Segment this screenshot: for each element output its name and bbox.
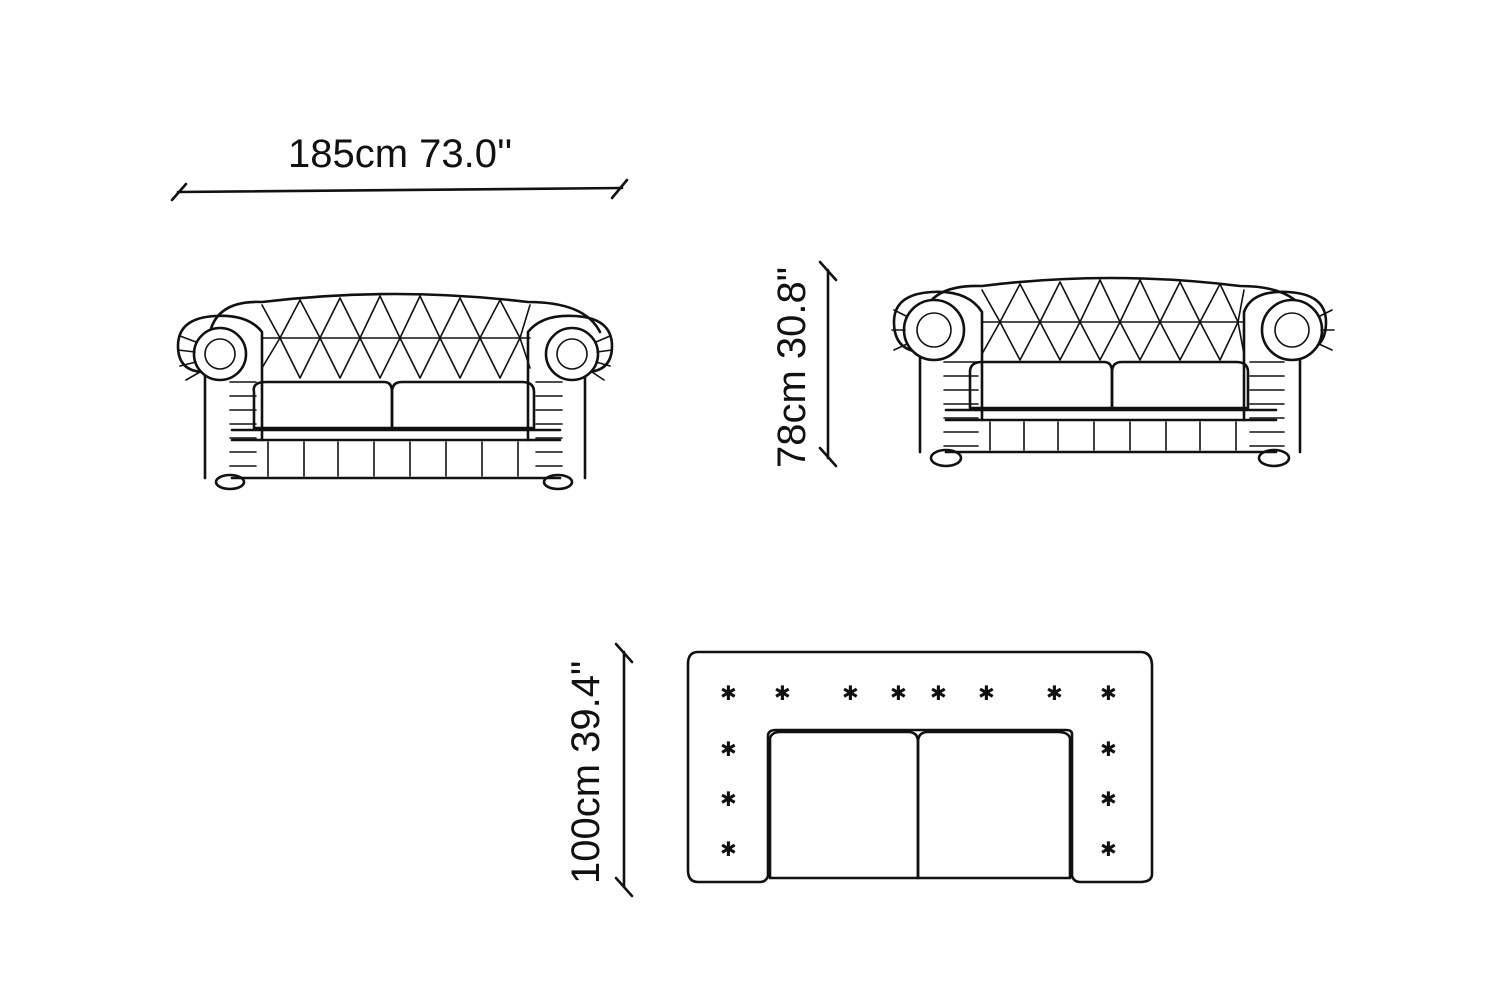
seat-cushion-1 — [768, 730, 920, 880]
svg-text:✱: ✱ — [1100, 737, 1117, 761]
depth-label: 100cm 39.4" — [564, 660, 608, 884]
width-label: 185cm 73.0'' — [288, 132, 513, 176]
svg-text:✱: ✱ — [978, 681, 995, 705]
depth-dimension-line — [614, 642, 634, 898]
width-dimension-line — [170, 178, 629, 202]
svg-text:✱: ✱ — [930, 681, 947, 705]
front-view-sofa-right — [891, 276, 1335, 468]
height-dimension-line — [818, 260, 838, 468]
svg-text:✱: ✱ — [1100, 681, 1117, 705]
svg-text:✱: ✱ — [1046, 681, 1063, 705]
height-label: 78cm 30.8" — [770, 267, 814, 468]
front-view-sofa-left — [176, 292, 614, 491]
svg-text:✱: ✱ — [720, 837, 737, 861]
svg-text:✱: ✱ — [774, 681, 791, 705]
svg-text:✱: ✱ — [720, 787, 737, 811]
back-tufting-left — [261, 295, 531, 379]
svg-text:✱: ✱ — [1100, 787, 1117, 811]
svg-text:✱: ✱ — [842, 681, 859, 705]
seat-cushion-2 — [916, 730, 1072, 880]
svg-text:✱: ✱ — [720, 681, 737, 705]
back-tufting-right — [981, 279, 1245, 361]
tuft-markers: ✱ ✱ ✱ ✱ ✱ ✱ ✱ ✱ ✱ ✱ ✱ ✱ ✱ ✱ — [720, 681, 1117, 861]
top-view-sofa: ✱ ✱ ✱ ✱ ✱ ✱ ✱ ✱ ✱ ✱ ✱ ✱ ✱ ✱ — [686, 650, 1154, 884]
svg-text:✱: ✱ — [1100, 837, 1117, 861]
svg-text:✱: ✱ — [720, 737, 737, 761]
svg-text:✱: ✱ — [890, 681, 907, 705]
